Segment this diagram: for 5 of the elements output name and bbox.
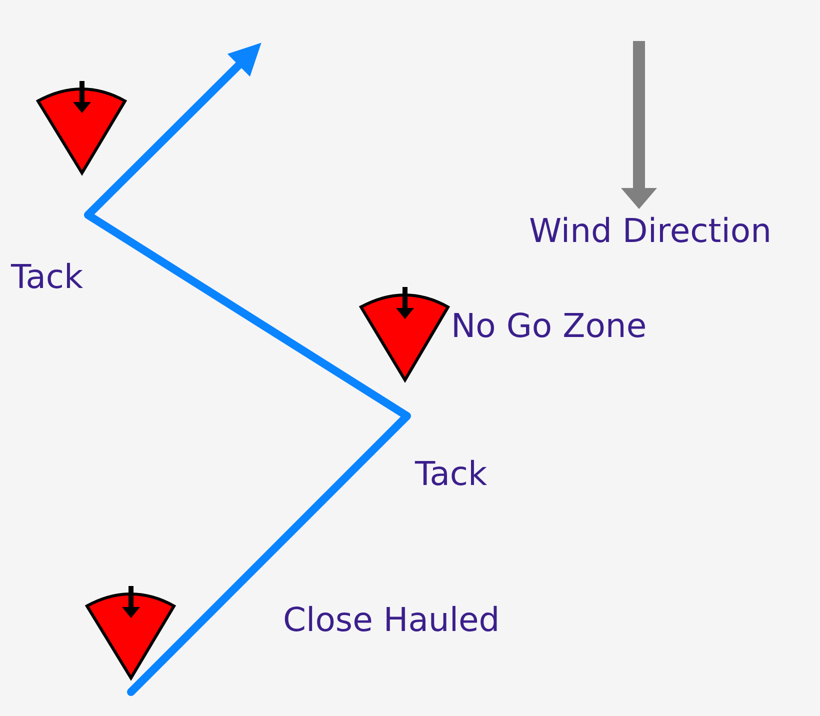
annotation-label: Wind Direction <box>529 211 772 251</box>
annotation-label: No Go Zone <box>451 306 647 346</box>
annotation-label: Close Hauled <box>283 600 500 640</box>
annotation-label: Tack <box>11 257 84 297</box>
annotation-label: Tack <box>415 454 488 494</box>
